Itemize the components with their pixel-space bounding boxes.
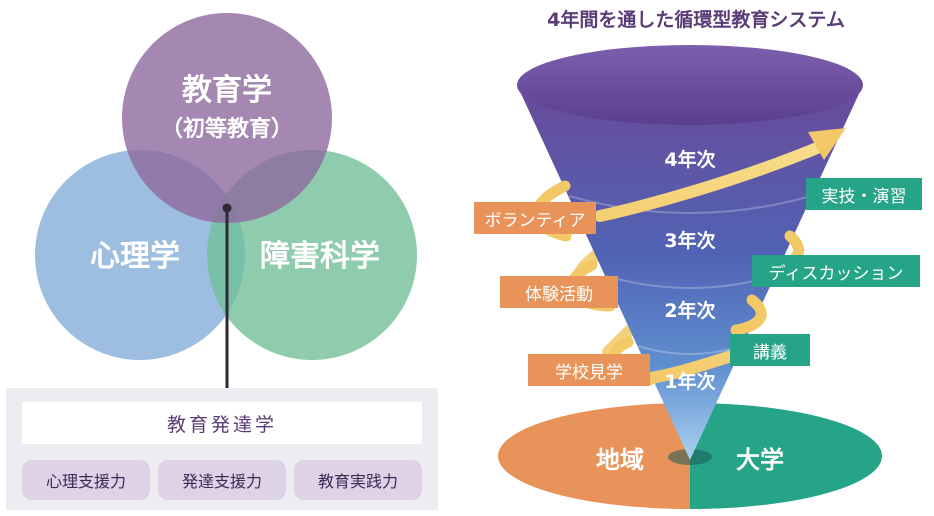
venn-center-dot	[222, 203, 232, 213]
foundation-title: 教育発達学	[22, 402, 422, 444]
tag-school-visit: 学校見学	[528, 354, 650, 386]
tag-discussion: ディスカッション	[752, 255, 920, 287]
venn-label-psychology: 心理学	[90, 239, 180, 274]
funnel-rim	[517, 45, 863, 125]
funnel-level-divider-1	[568, 195, 812, 214]
venn-label-disability: 障害科学	[260, 239, 380, 274]
level-2-label: 2年次	[664, 299, 715, 322]
tag-volunteer: ボランティア	[474, 202, 596, 234]
skill-edu-practice: 教育実践力	[294, 460, 422, 500]
venn-circle-education	[122, 13, 332, 223]
level-3-label: 3年次	[664, 229, 715, 252]
level-1-label: 1年次	[664, 370, 715, 393]
tag-lecture: 講義	[730, 334, 810, 366]
venn-label-education: 教育学	[182, 73, 272, 108]
base-left-label: 地域	[596, 446, 644, 474]
arrow-head-icon	[808, 128, 846, 160]
base-left-half	[498, 403, 690, 509]
skill-psych-support: 心理支援力	[22, 460, 150, 500]
level-4-label: 4年次	[664, 148, 715, 171]
funnel-title: 4年間を通した循環型教育システム	[547, 8, 845, 31]
base-right-label: 大学	[736, 446, 784, 474]
skill-dev-support: 発達支援力	[158, 460, 286, 500]
tag-practical: 実技・演習	[806, 178, 922, 210]
venn-label-education-sub: （初等教育）	[161, 116, 293, 142]
tag-experience: 体験活動	[500, 276, 618, 308]
base-right-half	[690, 403, 882, 509]
funnel-body	[517, 85, 863, 460]
foundation-panel: 教育発達学 心理支援力 発達支援力 教育実践力	[6, 388, 438, 510]
